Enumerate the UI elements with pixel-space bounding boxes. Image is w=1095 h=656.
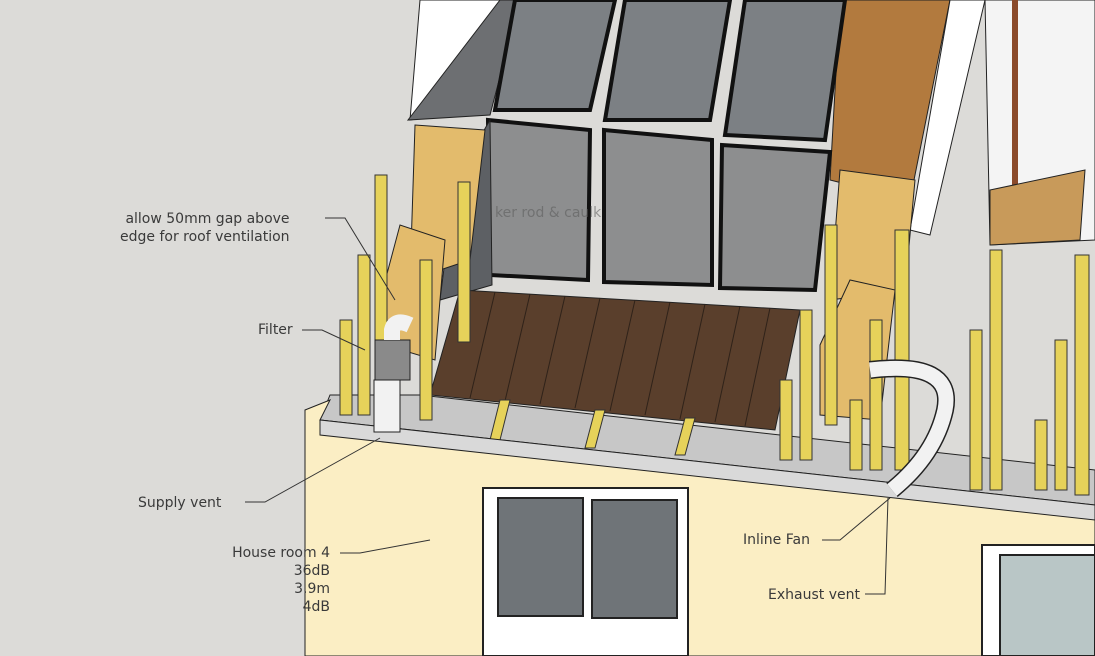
annotation-roof-gap-line2: edge for roof ventilation	[120, 229, 290, 245]
annotation-roof-gap-line1: allow 50mm gap above	[125, 211, 290, 227]
annotation-exhaust-vent: Exhaust vent	[768, 587, 860, 603]
leader-lines	[245, 217, 891, 595]
annotation-filter: Filter	[258, 322, 293, 338]
roof-slope-left	[406, 0, 521, 121]
annotation-supply-vent: Supply vent	[138, 495, 222, 511]
gable-wall-right	[909, 0, 986, 236]
house-room-db: 36dB	[293, 563, 330, 579]
exhaust-duct	[868, 359, 956, 497]
fascia	[319, 419, 1095, 521]
wall-window-right	[981, 544, 1095, 656]
roof-windows	[485, 0, 848, 293]
timber-studs	[339, 174, 1090, 496]
wall-window-left	[482, 487, 689, 656]
house-room-attenuation: 4dB	[302, 599, 330, 615]
house-room-distance: 3.9m	[294, 581, 330, 597]
supply-duct	[373, 314, 414, 433]
annotation-house-room: House room 4 36dB 3.9m 4dB	[228, 544, 330, 616]
house-room-name: House room 4	[232, 545, 330, 561]
annotation-hidden-note: ker rod & caulk	[495, 205, 602, 221]
dormer-floor	[989, 169, 1086, 246]
deck-boards	[429, 289, 801, 431]
annotation-roof-gap: allow 50mm gap above edge for roof venti…	[120, 210, 290, 246]
annotation-inline-fan: Inline Fan	[743, 532, 810, 548]
